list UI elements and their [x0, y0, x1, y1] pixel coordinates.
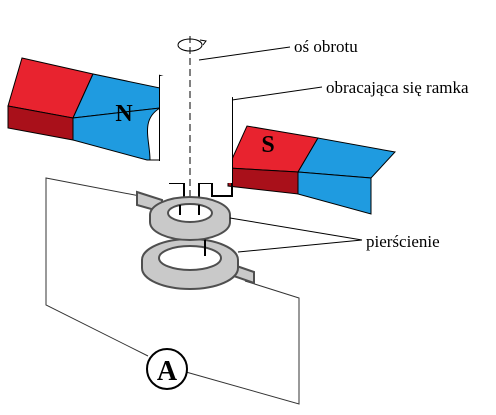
rotating-frame — [159, 74, 233, 217]
ammeter-label: A — [157, 356, 178, 387]
rings-leader-lower — [237, 239, 363, 253]
axis-leader — [198, 46, 291, 61]
frame-leader — [231, 86, 323, 101]
pole-south-label: S — [261, 132, 274, 158]
left-wire — [45, 177, 149, 357]
magnet-south-blue-front — [297, 171, 372, 215]
magnet-south-red-front — [227, 167, 299, 195]
slip-rings — [136, 190, 255, 290]
upper-ring — [136, 190, 231, 241]
rings-leader-upper — [229, 217, 363, 241]
pole-north-label: N — [115, 101, 133, 127]
lower-ring — [141, 238, 255, 290]
magnet-south — [227, 125, 396, 215]
ammeter: A — [146, 348, 188, 390]
ammeter-circle — [146, 348, 188, 390]
frame-label: obracająca się ramka — [326, 78, 469, 97]
rotation-arrow-icon — [177, 38, 207, 52]
circuit-wires — [45, 177, 300, 405]
axis-label: oś obrotu — [294, 37, 358, 56]
right-wire — [185, 280, 300, 405]
rings-label: pierścienie — [366, 232, 440, 251]
magnet-north — [7, 57, 166, 161]
frame-inner — [160, 76, 232, 183]
leader-lines — [198, 46, 363, 253]
